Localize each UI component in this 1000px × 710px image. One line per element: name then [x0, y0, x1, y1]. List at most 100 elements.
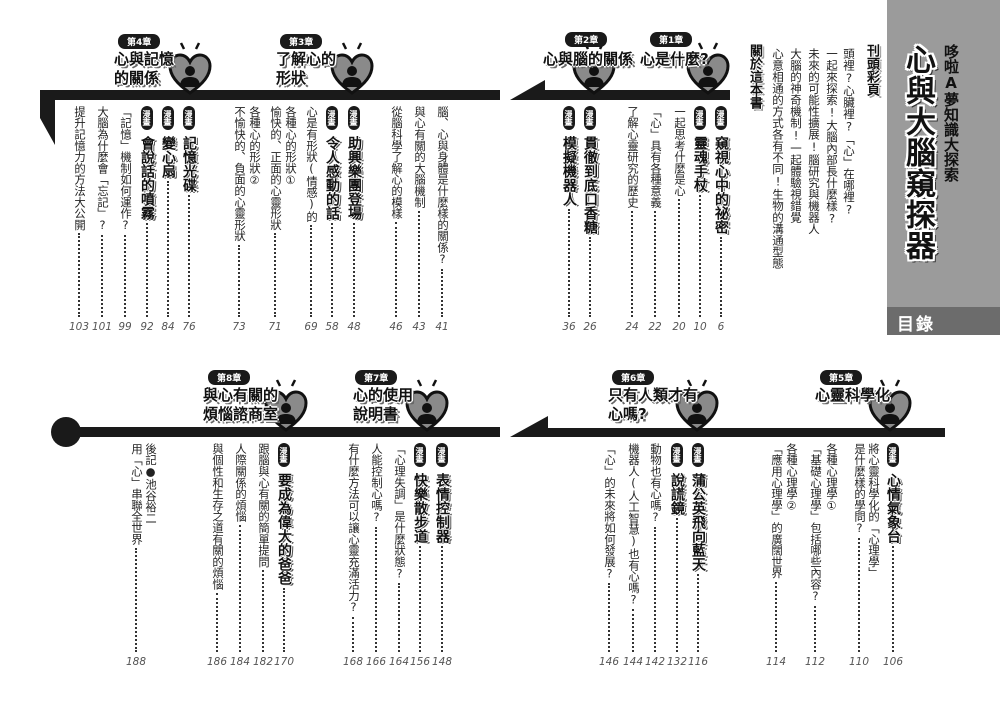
toc-entry[interactable]: 是什麼樣的學問?110 [849, 443, 869, 668]
dot-leader [310, 225, 312, 317]
toc-entry[interactable]: 各種心的形狀① [280, 106, 300, 306]
person-body [880, 414, 900, 424]
chapter-number-badge: 第4章 [118, 34, 161, 49]
toc-strip [887, 307, 1000, 335]
toc-entry[interactable]: 「基礎心理學」包括哪些內容?112 [805, 443, 825, 668]
entry-title: 各種心理學① [825, 443, 838, 513]
toc-entry[interactable]: 各種心理學② [781, 443, 801, 643]
chapter-title-line: 心嗎? [608, 405, 647, 423]
page-number: 26 [583, 321, 597, 333]
toc-entry[interactable]: 人能控制心嗎?166 [366, 443, 386, 668]
entry-title: 提升記憶力的方法大公開 [73, 106, 86, 231]
page-number: 132 [666, 656, 688, 668]
person-head [347, 66, 357, 76]
toc-entry[interactable]: 有什麼方法可以讓心靈充滿活力?168 [343, 443, 363, 668]
toc-entry[interactable]: 「心理失調」是什麼狀態?164 [389, 443, 409, 668]
toc-entry[interactable]: 機器人(人工智慧)也有心嗎?144 [623, 443, 643, 668]
page-number: 142 [644, 656, 666, 668]
comic-title: 蒲公英飛向藍天 [690, 473, 706, 571]
chapter-title-line: 了解心的 [276, 50, 337, 68]
chapter-title-line: 煩惱諮商室 [203, 405, 279, 423]
toc-entry-comic[interactable]: 漫畫貫徹到底口香糖 26 [580, 106, 600, 333]
toc-entry[interactable]: 腦、心與身體是什麼樣的關係?41 [432, 106, 452, 333]
heart-icon [675, 379, 719, 432]
chapter-title-line: 心是什麼? [640, 50, 709, 68]
chapter-title[interactable]: 了解心的形狀 [276, 50, 336, 88]
chapter-title[interactable]: 與心有關的煩惱諮商室 [203, 386, 278, 424]
page-number: 116 [687, 656, 709, 668]
chapter-title[interactable]: 心與記憶的關係 [114, 50, 174, 88]
chapter-title[interactable]: 心靈科學化 [815, 386, 890, 405]
ray-line [194, 42, 201, 50]
chapter-title[interactable]: 心的使用說明書 [353, 386, 413, 424]
page-number: 43 [412, 321, 426, 333]
toc-entry[interactable]: 各種心的形狀② [244, 106, 264, 306]
dot-leader [654, 210, 656, 317]
front-line: 大腦的神奇機制!一起體驗視錯覺 [789, 48, 803, 223]
toc-entry-comic[interactable]: 漫畫蒲公英飛向藍天 116 [688, 443, 708, 668]
dot-leader [216, 592, 218, 652]
comic-title: 貫徹到底口香糖 [582, 136, 598, 234]
page-number: 110 [848, 656, 870, 668]
chapter-number-badge: 第5章 [820, 370, 863, 385]
chapter-number-badge: 第6章 [612, 370, 655, 385]
chapter-title[interactable]: 只有人類才有心嗎? [608, 386, 698, 424]
entry-title: 人際關係的煩惱 [234, 443, 247, 523]
chapter-title-line: 心與記憶 [114, 50, 175, 68]
dot-leader [699, 195, 701, 317]
ray-line [879, 379, 886, 387]
toc-entry[interactable]: 將心靈科學化的「心理學」 [863, 443, 883, 643]
ray-line [416, 379, 423, 387]
person-body [698, 77, 718, 87]
chapter-title[interactable]: 心與腦的關係 [543, 50, 633, 69]
dot-leader [395, 222, 397, 317]
page-number: 170 [273, 656, 295, 668]
toc-entry[interactable]: 各種心理學① [821, 443, 841, 643]
person-body [584, 77, 604, 87]
front-line: 心意相通的方式各有不同!生物的溝通型態 [771, 48, 785, 269]
comic-title: 記憶光碟 [181, 136, 197, 192]
person-head [692, 403, 702, 413]
toc-entry[interactable]: 動物也有心嗎?142 [645, 443, 665, 668]
toc-heading: 目錄 [897, 315, 935, 335]
timeline-bar-top-right [510, 80, 730, 100]
chapter-title[interactable]: 心是什麼? [640, 50, 709, 69]
dot-leader [331, 223, 333, 317]
toc-entry[interactable]: 大腦為什麼會「忘記」?101 [92, 106, 112, 333]
person-body [417, 414, 437, 424]
entry-title: 後記●池谷裕二 [144, 443, 157, 524]
toc-entry[interactable]: 「心」的未來將如何發展?146 [599, 443, 619, 668]
toc-entry[interactable]: 「記憶」機制如何運作?99 [115, 106, 135, 333]
comic-badge: 漫畫 [584, 106, 596, 130]
ray-line [686, 379, 693, 387]
comic-badge: 漫畫 [692, 443, 704, 467]
toc-entry[interactable]: 後記●池谷裕二 [140, 443, 160, 643]
